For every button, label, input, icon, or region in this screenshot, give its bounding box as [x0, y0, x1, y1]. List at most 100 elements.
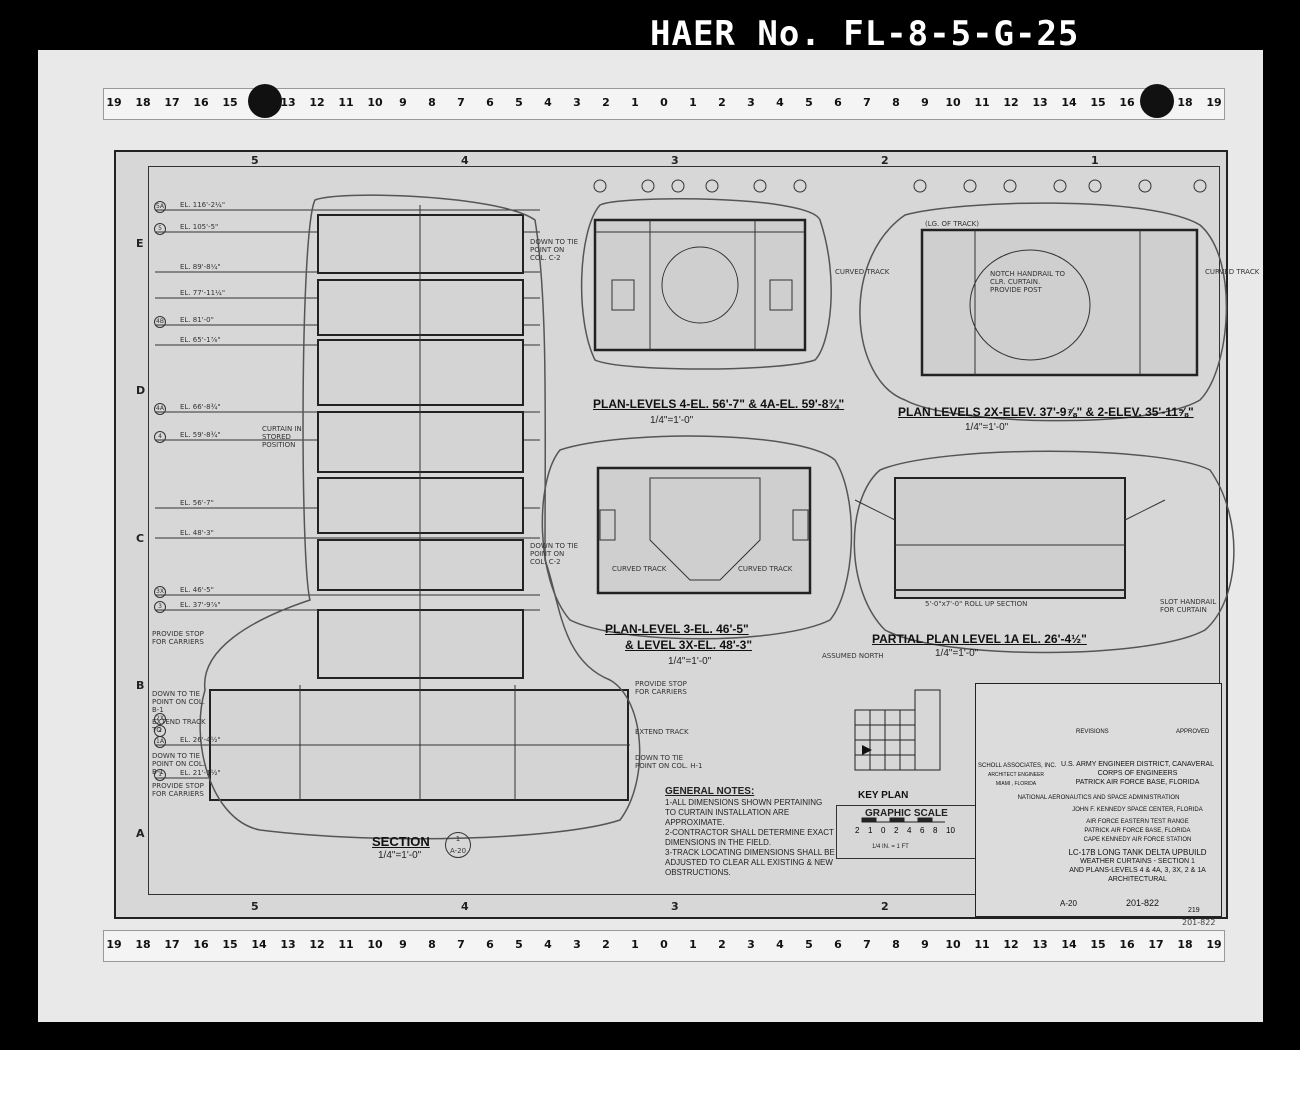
sheet-ref: A-20: [1060, 899, 1077, 908]
ruler-number: 4: [544, 96, 552, 109]
ruler-number: 18: [1177, 938, 1193, 951]
ruler-number: 13: [280, 96, 296, 109]
ruler-number: 10: [945, 96, 961, 109]
general-note-2: 2-CONTRACTOR SHALL DETERMINE EXACT DIMEN…: [665, 828, 834, 847]
project-line-3: AND PLANS-LEVELS 4 & 4A, 3, 3X, 2 & 1A: [1069, 867, 1206, 874]
ruler-number: 11: [974, 96, 990, 109]
ruler-number: 16: [1119, 938, 1135, 951]
partial-plan-1a-title: PARTIAL PLAN LEVEL 1A EL. 26'-4½": [872, 632, 1087, 646]
scale-tick-label: 2: [894, 826, 899, 835]
zone-row-e: E: [136, 237, 144, 250]
elevation-label: EL. 46'-5": [180, 586, 214, 594]
agency-line-2: CORPS OF ENGINEERS: [1097, 770, 1178, 777]
level-tag: 5: [154, 223, 166, 235]
plan-levels-4-scale: 1/4"=1'-0": [650, 415, 694, 426]
elevation-label: EL. 116'-2¼": [180, 201, 226, 209]
zone-row-b: B: [136, 679, 145, 692]
center-line: JOHN F. KENNEDY SPACE CENTER, FLORIDA: [1072, 807, 1203, 813]
drawing-border: [148, 166, 1220, 895]
ruler-number: 7: [457, 96, 465, 109]
general-notes: GENERAL NOTES: 1-ALL DIMENSIONS SHOWN PE…: [665, 786, 835, 878]
ruler-number: 12: [1003, 96, 1019, 109]
elevation-label: EL. 37'-9⅞": [180, 601, 221, 609]
ruler-number: 9: [399, 96, 407, 109]
key-plan-title: KEY PLAN: [858, 790, 909, 801]
range-line-1: AIR FORCE EASTERN TEST RANGE: [1086, 819, 1189, 825]
ruler-number: 6: [834, 938, 842, 951]
binder-clip: [248, 84, 282, 118]
note-left: PROVIDE STOP FOR CARRIERS: [152, 782, 204, 798]
section-title: SECTION: [372, 834, 430, 849]
scale-tick-label: 1: [868, 826, 873, 835]
plan-level-3x-title: & LEVEL 3X-EL. 48'-3": [625, 638, 753, 652]
note-left: EXTEND TRACK TO: [152, 718, 206, 734]
level-tag: 2X: [154, 713, 166, 725]
level-tag: 4A: [154, 403, 166, 415]
scale-tick-label: 10: [946, 826, 955, 835]
elevation-label: EL. 89'-8¼": [180, 263, 221, 271]
ruler-number: 3: [747, 96, 755, 109]
zone-col-2: 2: [881, 154, 889, 167]
scale-tick-label: 4: [907, 826, 912, 835]
zone-col-5-bottom: 5: [251, 900, 259, 913]
zone-row-a: A: [136, 827, 145, 840]
note-right: CURTAIN IN STORED POSITION: [262, 425, 302, 449]
elevation-label: EL. 21'-1½": [180, 769, 221, 777]
scale-tick-label: 2: [855, 826, 860, 835]
ruler-number: 8: [428, 96, 436, 109]
ruler-number: 13: [1032, 938, 1048, 951]
title-block: REVISIONS APPROVED SCHOLL ASSOCIATES, IN…: [975, 683, 1222, 917]
ruler-number: 18: [1177, 96, 1193, 109]
ruler-number: 9: [921, 938, 929, 951]
drawing-number: 201-822: [1126, 898, 1160, 908]
ruler-number: 14: [1061, 96, 1077, 109]
ruler-number: 5: [515, 938, 523, 951]
ruler-number: 17: [164, 938, 180, 951]
elevation-label: EL. 56'-7": [180, 499, 214, 507]
elevation-label: EL. 65'-1⅞": [180, 336, 221, 344]
ruler-number: 1: [631, 938, 639, 951]
general-note-1: 1-ALL DIMENSIONS SHOWN PERTAINING TO CUR…: [665, 798, 823, 827]
ruler-number: 2: [718, 938, 726, 951]
agency-block: U.S. ARMY ENGINEER DISTRICT, CANAVERAL C…: [1056, 760, 1219, 787]
ruler-number: 2: [602, 938, 610, 951]
ruler-number: 3: [747, 938, 755, 951]
ruler-number: 4: [776, 96, 784, 109]
zone-col-3-bottom: 3: [671, 900, 679, 913]
elevation-label: EL. 48'-3": [180, 529, 214, 537]
note-left: DOWN TO TIE POINT ON COL. B-1: [152, 752, 206, 776]
notch-handrail-note: NOTCH HANDRAIL TO CLR. CURTAIN. PROVIDE …: [990, 270, 1066, 294]
ruler-number: 11: [338, 938, 354, 951]
ruler-number: 11: [974, 938, 990, 951]
architect-sub: ARCHITECT ENGINEER: [987, 772, 1045, 778]
section-scale: 1/4"=1'-0": [378, 850, 422, 861]
ruler-number: 8: [892, 938, 900, 951]
project-line-2: WEATHER CURTAINS - SECTION 1: [1080, 858, 1195, 865]
ruler-number: 0: [660, 96, 668, 109]
agency-line-3: PATRICK AIR FORCE BASE, FLORIDA: [1075, 779, 1200, 786]
ruler-number: 3: [573, 938, 581, 951]
scale-tick-label: 8: [933, 826, 938, 835]
ruler-number: 7: [457, 938, 465, 951]
section-bubble: 1 A-20: [445, 832, 471, 858]
range-line-2: PATRICK AIR FORCE BASE, FLORIDA: [1084, 828, 1191, 834]
key-plan-north: ASSUMED NORTH: [822, 652, 884, 660]
elevation-label: EL. 26'-4½": [180, 736, 221, 744]
zone-row-d: D: [136, 384, 146, 397]
ruler-number: 10: [945, 938, 961, 951]
roll-up-note: 5'-0"x7'-0" ROLL UP SECTION: [925, 600, 1028, 608]
ruler-number: 2: [602, 96, 610, 109]
ruler-number: 15: [1090, 96, 1106, 109]
project-block: LC-17B LONG TANK DELTA UPBUILD WEATHER C…: [1056, 848, 1219, 884]
partial-plan-1a-scale: 1/4"=1'-0": [935, 648, 979, 659]
general-notes-heading: GENERAL NOTES:: [665, 786, 755, 797]
ruler-number: 1: [689, 96, 697, 109]
plan-level-3-scale: 1/4"=1'-0": [668, 656, 712, 667]
ruler-number: 13: [280, 938, 296, 951]
zone-row-c: C: [136, 532, 145, 545]
ruler-number: 16: [193, 938, 209, 951]
agency-line-1: U.S. ARMY ENGINEER DISTRICT, CANAVERAL: [1061, 761, 1214, 768]
ruler-number: 11: [338, 96, 354, 109]
ruler-number: 9: [399, 938, 407, 951]
